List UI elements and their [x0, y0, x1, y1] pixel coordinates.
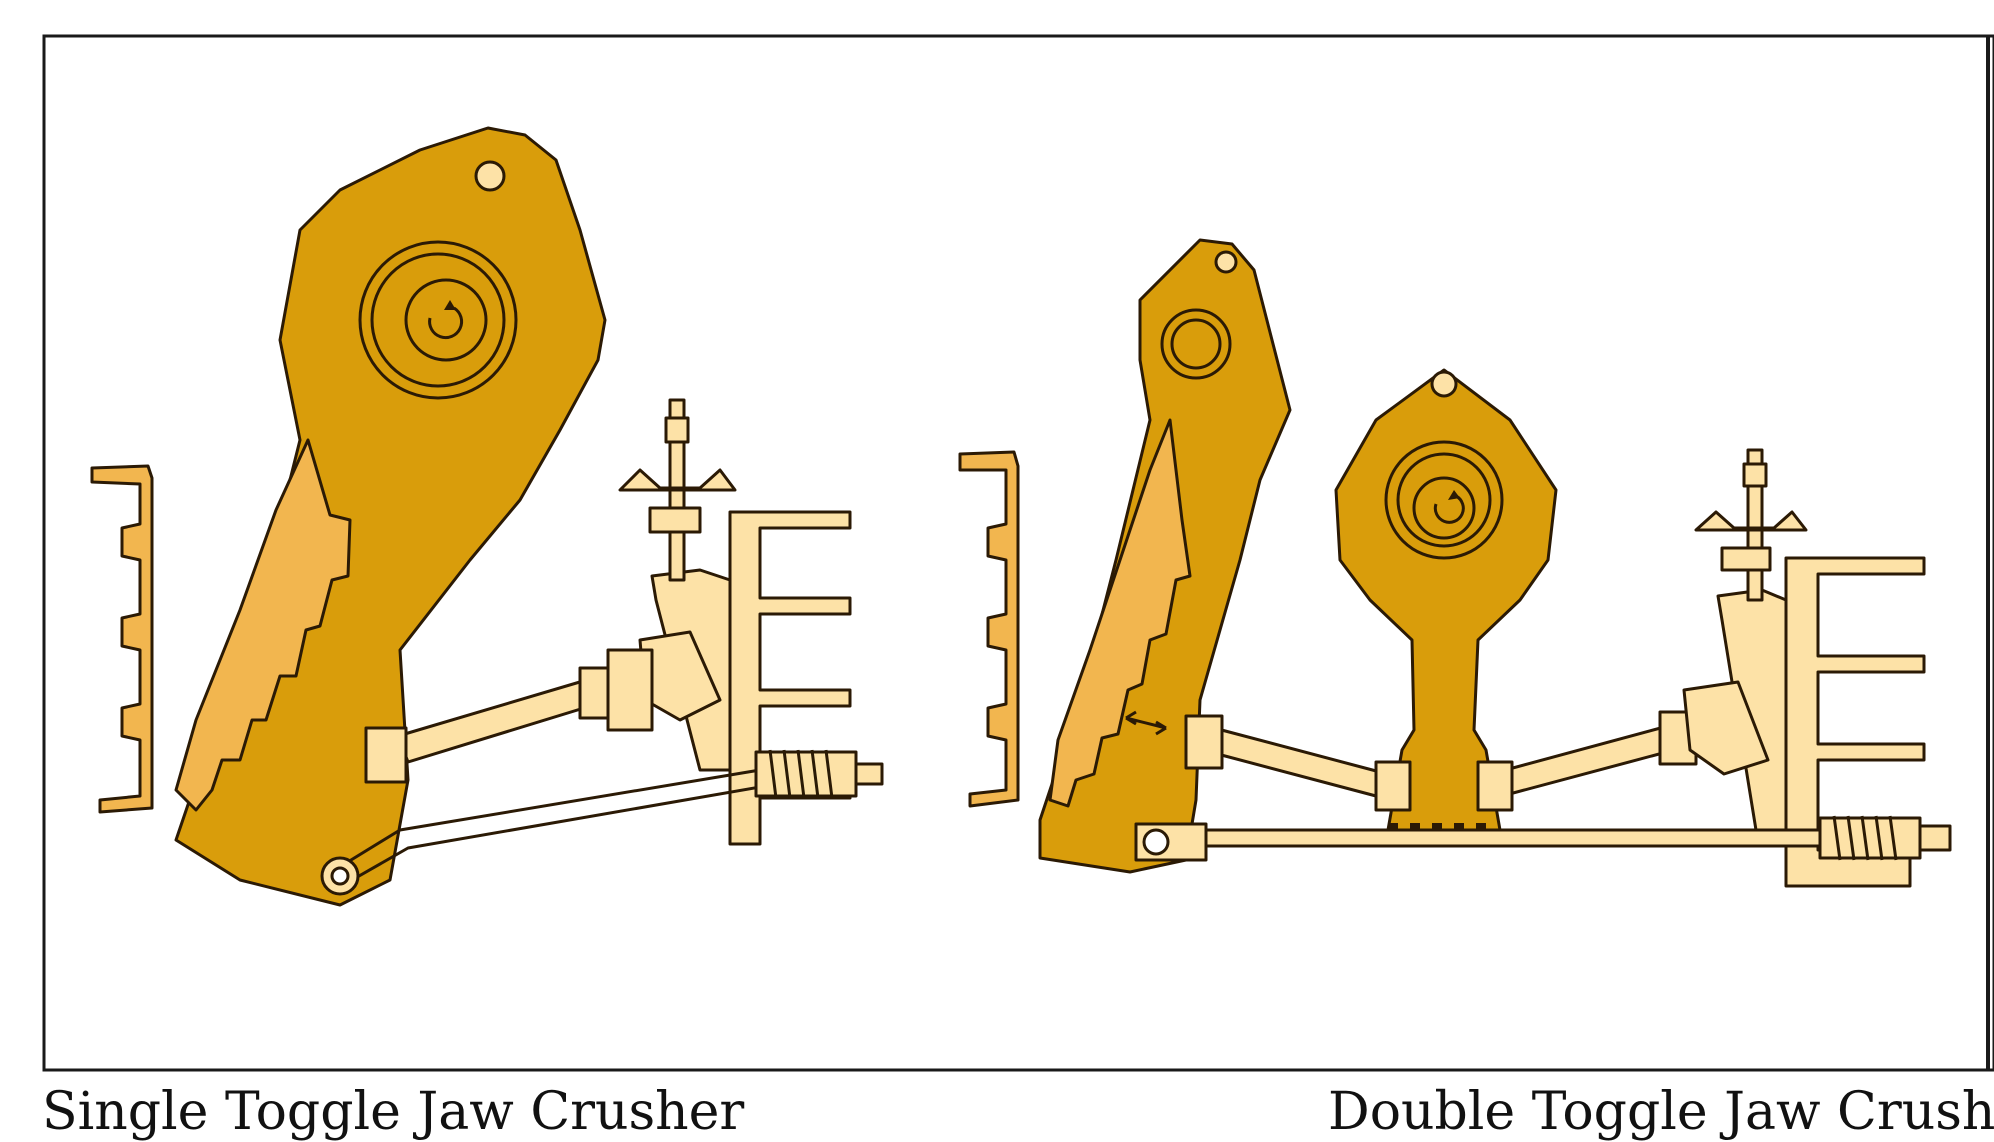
rod-eye-right	[1142, 828, 1170, 856]
upper-hole-left	[474, 160, 506, 192]
spring-left	[754, 749, 884, 799]
caption-single-toggle: Single Toggle Jaw Crusher	[42, 1082, 745, 1142]
spring-right	[1818, 815, 1952, 861]
fixed-jaw-plate-left	[90, 464, 154, 814]
fixed-jaw-plate-right	[958, 450, 1020, 808]
double-toggle-crusher	[958, 238, 1952, 888]
single-toggle-crusher	[90, 126, 884, 907]
tension-rod-left	[337, 768, 767, 890]
swing-jaw-plate-right	[1048, 418, 1192, 808]
frame-right-right	[1784, 556, 1926, 888]
caption-double-toggle: Double Toggle Jaw Crusher	[1328, 1082, 1994, 1142]
swing-jaw-plate-left	[174, 438, 352, 812]
upper-hole-right	[1430, 370, 1458, 398]
tension-rod-right	[1178, 828, 1832, 848]
